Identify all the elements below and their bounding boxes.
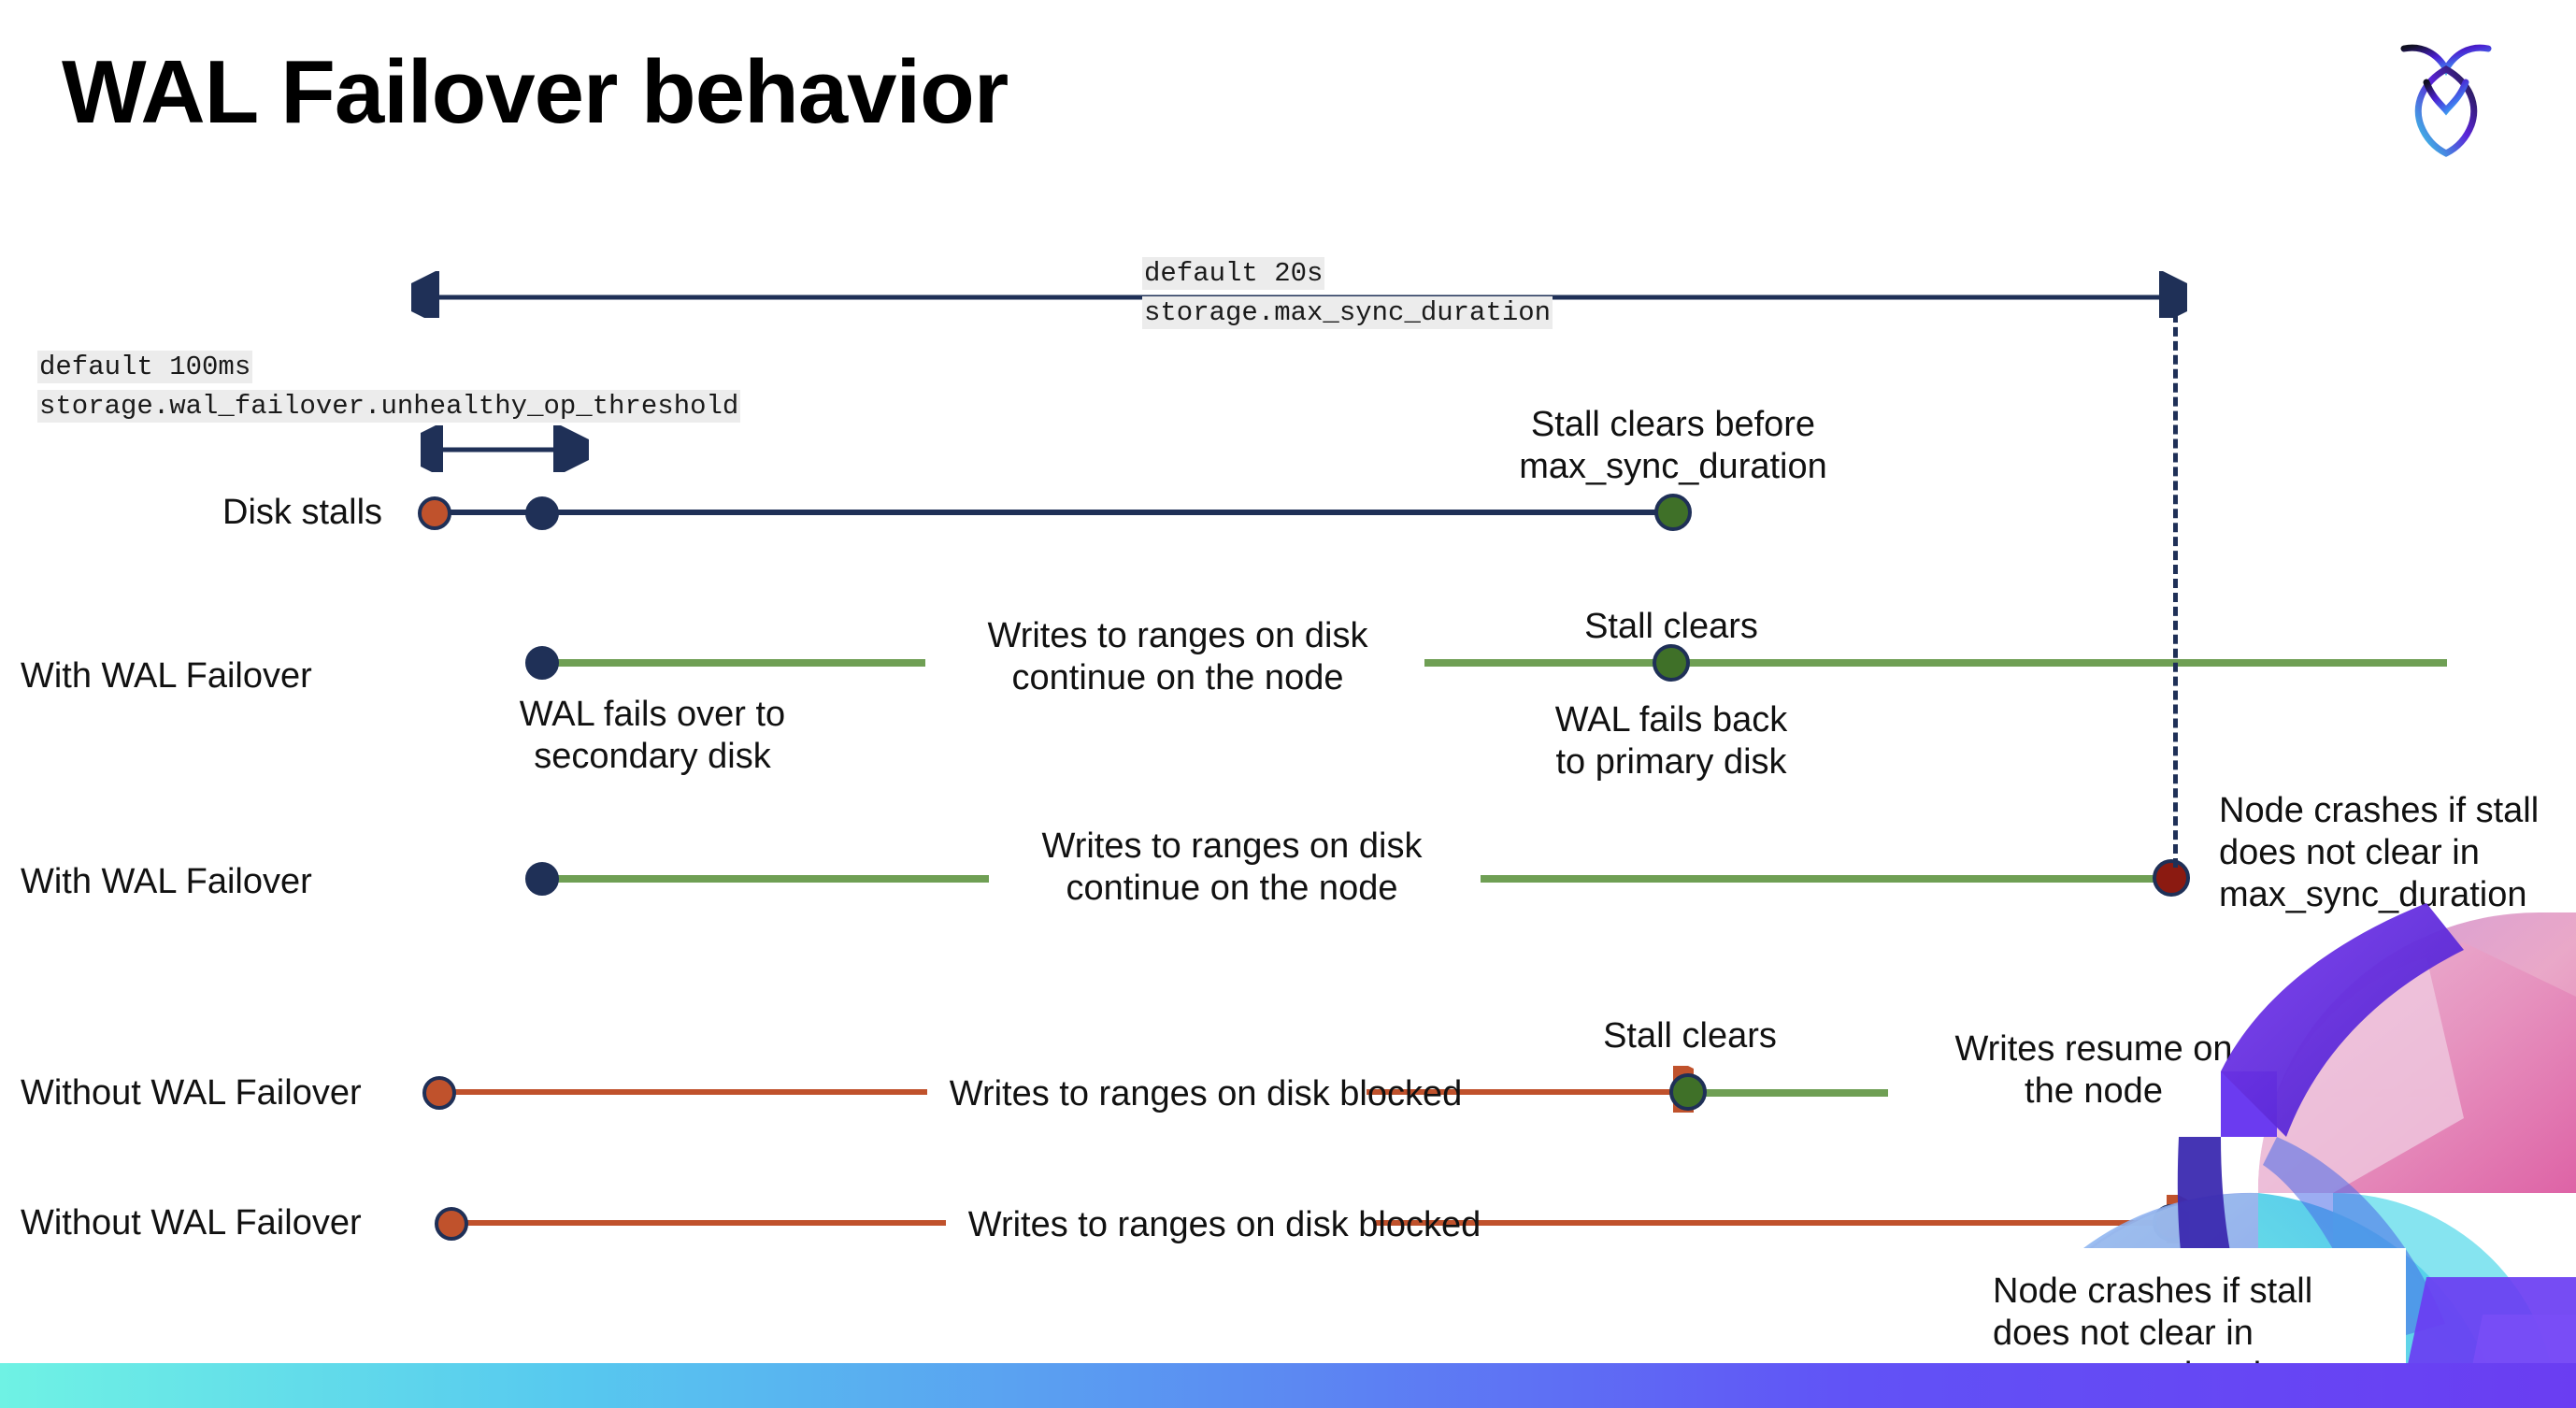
row2-failover-marker — [525, 646, 559, 680]
note-stall-clears-before: Stall clears before max_sync_duration — [1486, 404, 1860, 488]
row-label-with-wal-failover-1: With WAL Failover — [21, 656, 312, 696]
note-writes-continue-row2: Writes to ranges on disk continue on the… — [944, 615, 1411, 699]
row4-green-segment — [1701, 1089, 1888, 1097]
note-wal-fails-over: WAL fails over to secondary disk — [475, 694, 830, 778]
row-label-without-wal-failover-2: Without WAL Failover — [21, 1203, 362, 1243]
row4-blocked-arrow — [441, 1066, 1694, 1113]
row5-node-crash-marker — [2153, 1204, 2190, 1242]
page-title: WAL Failover behavior — [62, 42, 1009, 142]
note-line-2: does not clear in — [1993, 1313, 2254, 1353]
row2-stall-clears-marker — [1653, 644, 1690, 682]
row-label-without-wal-failover-1: Without WAL Failover — [21, 1073, 362, 1113]
wal-failover-trigger-marker — [525, 496, 559, 530]
row2-green-segment-left — [542, 659, 925, 667]
note-line-1: Writes to ranges on disk — [1041, 826, 1423, 866]
row-label-disk-stalls: Disk stalls — [222, 493, 383, 532]
note-line-1: WAL fails over to — [519, 695, 786, 734]
note-node-crashes-row3: Node crashes if stall does not clear in … — [2219, 790, 2565, 915]
disk-stall-start-marker — [418, 496, 451, 530]
max-sync-duration-annotation: default 20s storage.max_sync_duration — [1142, 254, 1553, 333]
note-line-1: Stall clears — [1584, 607, 1758, 646]
callout-node-crashes-row5: Node crashes if stall does not clear in … — [1967, 1248, 2406, 1395]
note-stall-clears-row2: Stall clears — [1531, 606, 1811, 648]
row4-stall-start-marker — [422, 1076, 456, 1110]
row2-green-segment-right — [1424, 659, 2447, 667]
disk-stalls-timeline — [436, 510, 1675, 515]
note-line-1: Writes to ranges on disk — [987, 616, 1368, 655]
stall-clears-marker-row1 — [1654, 494, 1692, 531]
note-stall-clears-row4: Stall clears — [1550, 1015, 1830, 1057]
note-line-1: Node crashes if stall — [2219, 791, 2540, 830]
unhealthy-op-threshold-annotation: default 100ms storage.wal_failover.unhea… — [37, 348, 741, 426]
max-sync-setting-text: storage.max_sync_duration — [1142, 296, 1553, 330]
note-writes-blocked-row4: Writes to ranges on disk blocked — [897, 1073, 1514, 1115]
row3-green-segment-left — [542, 875, 989, 883]
note-line-2: continue on the node — [1066, 868, 1398, 908]
note-line-1: Writes to ranges on disk blocked — [967, 1205, 1481, 1244]
note-line-1: Node crashes if stall — [1993, 1272, 2313, 1311]
note-line-1: Writes to ranges on disk blocked — [949, 1074, 1463, 1113]
max-sync-default-text: default 20s — [1142, 257, 1325, 290]
note-line-1: Stall clears — [1603, 1016, 1777, 1056]
note-line-1: WAL fails back — [1554, 700, 1788, 740]
row4-stall-clears-marker — [1669, 1073, 1707, 1111]
row-label-with-wal-failover-2: With WAL Failover — [21, 862, 312, 901]
cockroachdb-logo-icon — [2385, 28, 2507, 159]
row4-green-segment-far-right — [2288, 1089, 2451, 1097]
note-line-1: Stall clears before — [1530, 405, 1816, 444]
row3-node-crash-marker — [2153, 859, 2190, 897]
note-line-2: the node — [2025, 1070, 2163, 1111]
unhealthy-default-text: default 100ms — [37, 351, 253, 383]
note-wal-fails-back: WAL fails back to primary disk — [1494, 699, 1849, 783]
row3-failover-marker — [525, 862, 559, 896]
note-line-1: Writes resume on — [1954, 1029, 2233, 1069]
bottom-gradient-bar — [0, 1363, 2576, 1408]
row3-green-segment-right — [1481, 875, 2172, 883]
note-writes-continue-row3: Writes to ranges on disk continue on the… — [998, 826, 1466, 910]
note-writes-blocked-row5: Writes to ranges on disk blocked — [916, 1204, 1533, 1246]
note-writes-resume: Writes resume on the node — [1925, 1028, 2262, 1113]
note-line-2: does not clear in — [2219, 832, 2480, 872]
note-line-2: to primary disk — [1555, 741, 1787, 782]
note-line-3: max_sync_duration — [2219, 874, 2527, 914]
note-line-2: continue on the node — [1011, 657, 1344, 697]
max-sync-duration-dashed-connector — [2173, 299, 2178, 868]
note-line-2: max_sync_duration — [1519, 446, 1827, 486]
note-line-2: secondary disk — [534, 736, 771, 776]
unhealthy-setting-text: storage.wal_failover.unhealthy_op_thresh… — [37, 390, 741, 424]
row5-stall-start-marker — [435, 1207, 468, 1241]
unhealthy-threshold-span-arrow — [421, 425, 589, 472]
